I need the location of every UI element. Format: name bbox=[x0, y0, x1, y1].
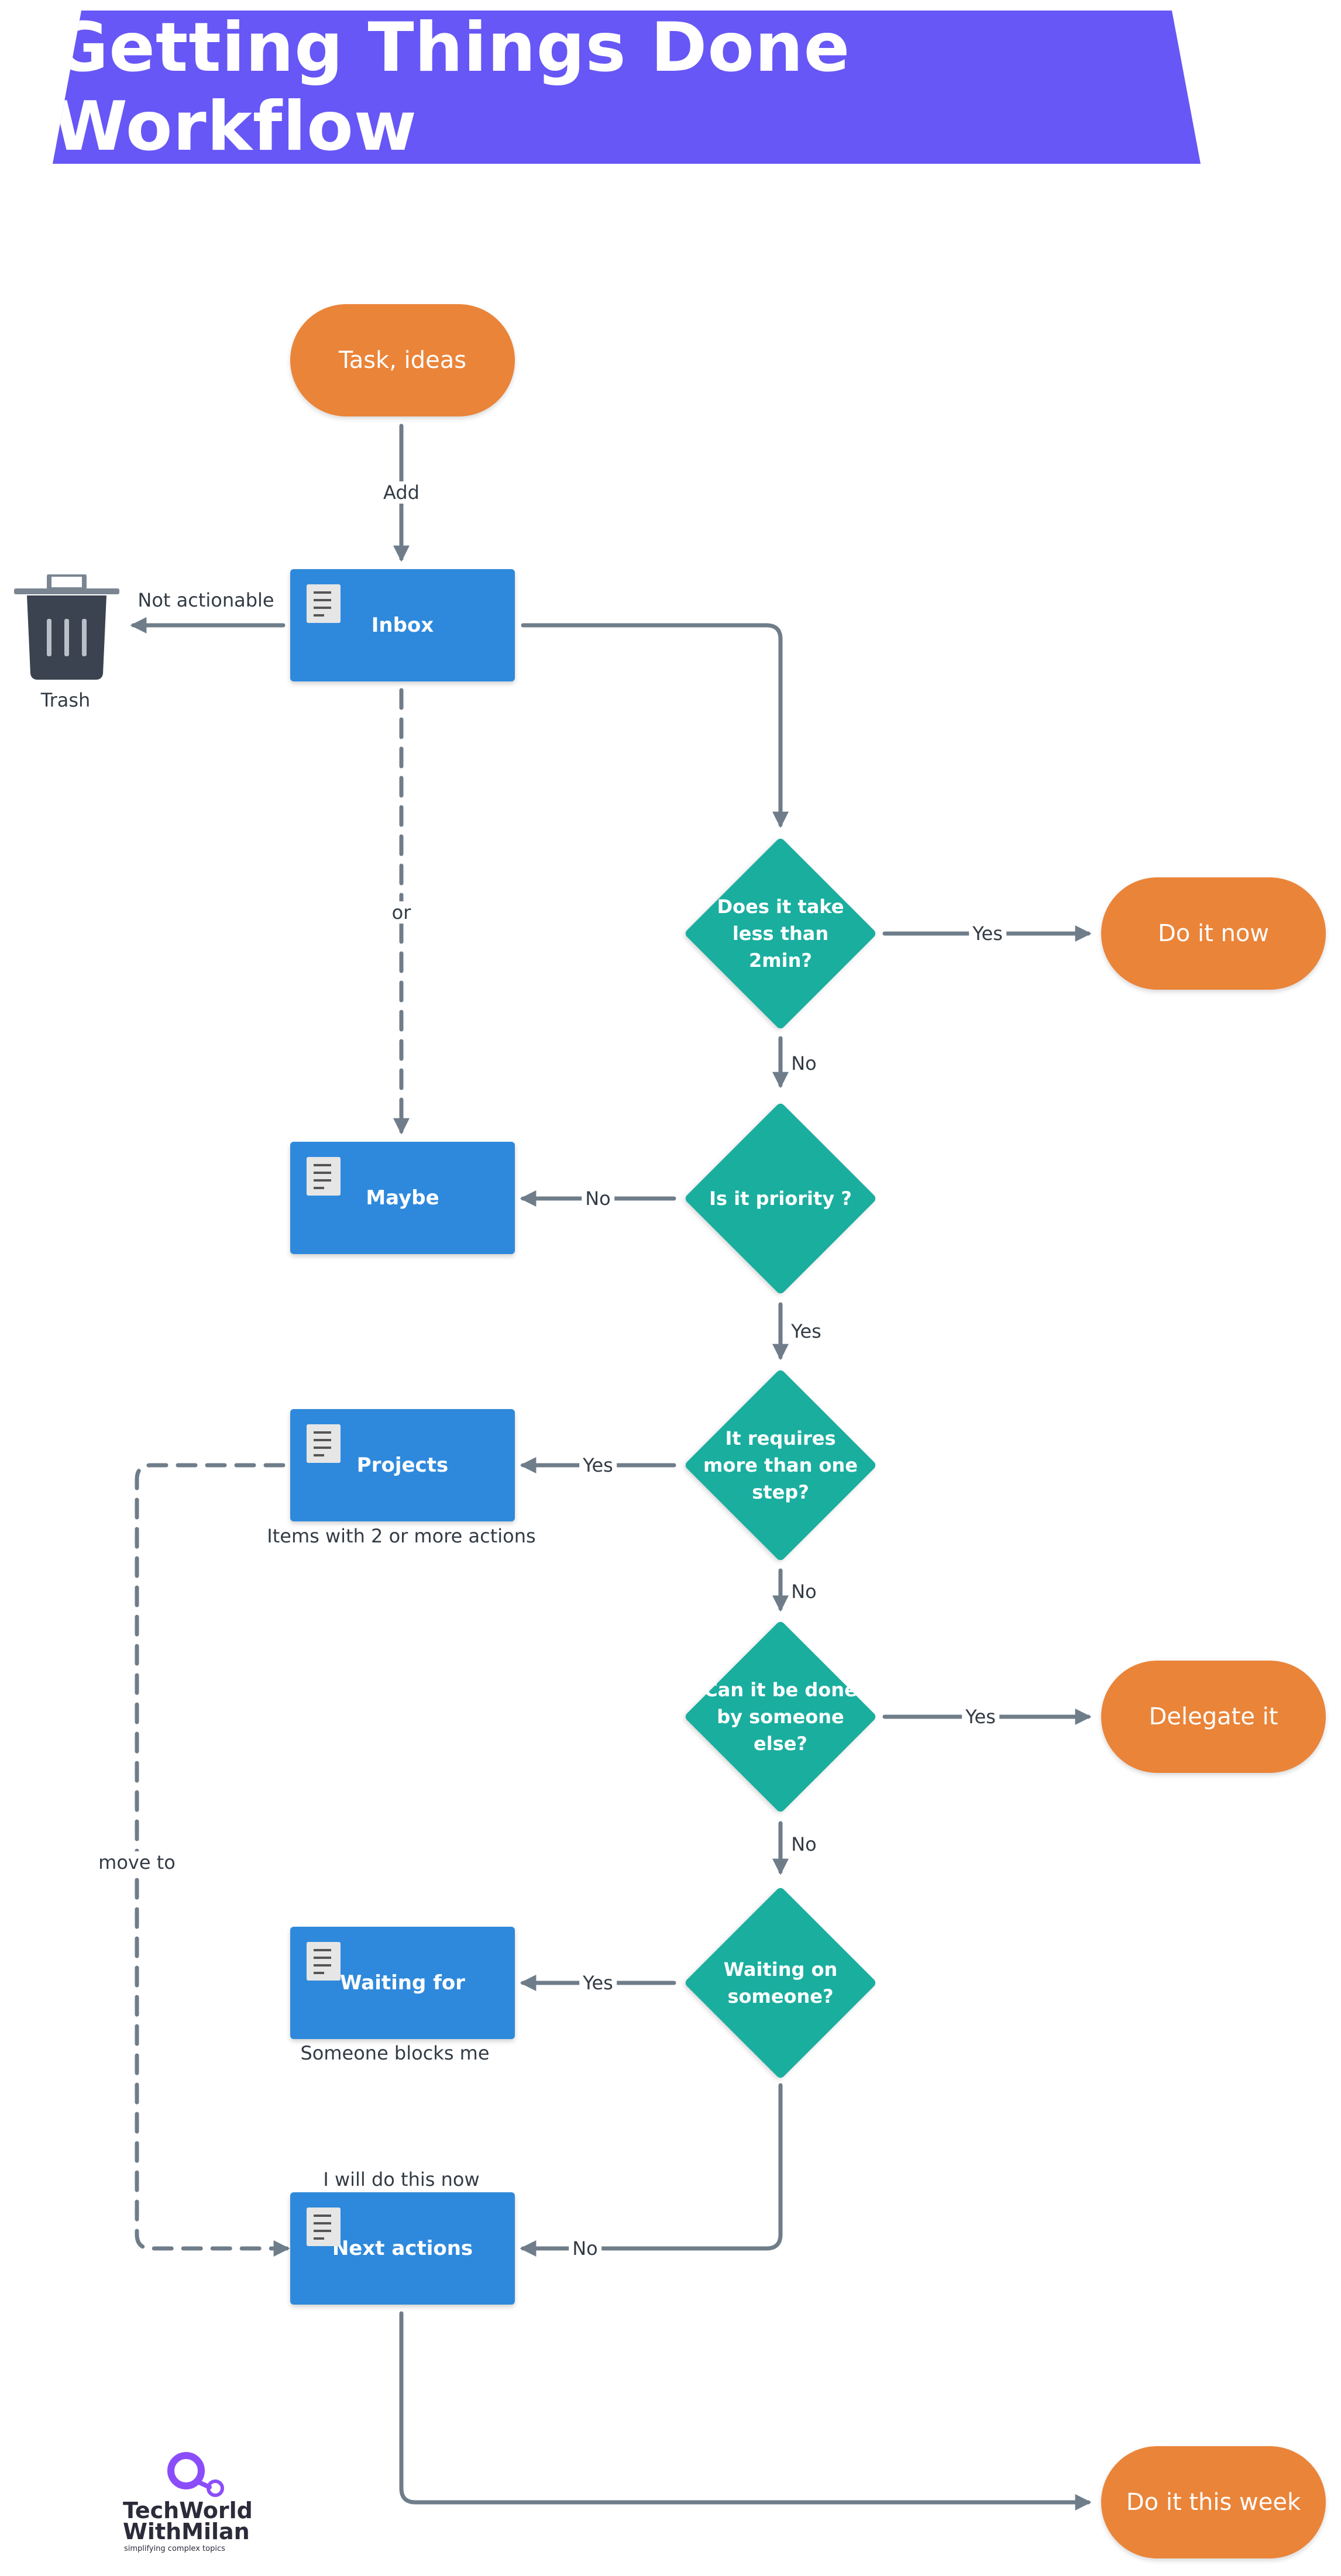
edge-label-yes-priority: Yes bbox=[791, 1320, 821, 1342]
note-projects: Items with 2 or more actions bbox=[267, 1525, 536, 1547]
decision-priority-label: Is it priority ? bbox=[709, 1187, 852, 1210]
node-projects[interactable]: Projects bbox=[290, 1409, 515, 1521]
node-inbox-label: Inbox bbox=[371, 614, 434, 637]
node-task-ideas-label: Task, ideas bbox=[338, 347, 467, 374]
edge-label-yes-waiting: Yes bbox=[579, 1972, 617, 1994]
node-delegate-it-label: Delegate it bbox=[1149, 1703, 1278, 1730]
node-projects-label: Projects bbox=[356, 1454, 449, 1477]
connector-next-week bbox=[399, 2311, 1092, 2510]
list-icon bbox=[307, 1157, 341, 1196]
title-banner: Getting Things Done Workflow bbox=[53, 11, 1201, 164]
edge-label-no-more-steps: No bbox=[791, 1580, 817, 1603]
logo-mark-icon bbox=[167, 2452, 224, 2497]
note-next-actions: I will do this now bbox=[323, 2168, 480, 2191]
list-icon bbox=[307, 1942, 341, 1981]
logo-tagline: simplifying complex topics bbox=[124, 2544, 225, 2553]
node-next-actions[interactable]: Next actions bbox=[290, 2192, 515, 2305]
edge-label-no-two-min: No bbox=[791, 1052, 817, 1075]
page-title: Getting Things Done Workflow bbox=[53, 8, 851, 166]
connector-qwaiting-next bbox=[520, 2083, 783, 2257]
node-inbox[interactable]: Inbox bbox=[290, 569, 515, 681]
note-waiting: Someone blocks me bbox=[300, 2042, 490, 2064]
node-maybe-label: Maybe bbox=[366, 1186, 439, 1210]
decision-someone-else[interactable]: Can it be done by someone else? bbox=[684, 1620, 877, 1813]
edge-label-no-priority: No bbox=[582, 1187, 614, 1210]
trash-label: Trash bbox=[40, 689, 91, 711]
edge-label-yes-more-steps: Yes bbox=[579, 1454, 617, 1476]
edge-label-not-actionable: Not actionable bbox=[134, 589, 278, 611]
trash-icon[interactable] bbox=[14, 574, 119, 680]
brand-logo: TechWorld WithMilan simplifying complex … bbox=[123, 2451, 263, 2556]
decision-two-minutes[interactable]: Does it take less than 2min? bbox=[684, 837, 877, 1030]
decision-two-minutes-label: Does it take less than 2min? bbox=[717, 896, 844, 972]
node-do-it-now[interactable]: Do it now bbox=[1101, 877, 1326, 990]
edge-label-or: or bbox=[388, 901, 415, 924]
node-do-it-now-label: Do it now bbox=[1157, 920, 1270, 947]
node-delegate-it[interactable]: Delegate it bbox=[1101, 1661, 1326, 1773]
node-waiting-for[interactable]: Waiting for bbox=[290, 1927, 515, 2039]
node-do-it-this-week[interactable]: Do it this week bbox=[1101, 2446, 1326, 2558]
edge-label-yes-someone-else: Yes bbox=[962, 1706, 999, 1728]
edge-label-no-someone-else: No bbox=[791, 1833, 817, 1855]
logo-line2: WithMilan bbox=[123, 2519, 250, 2544]
decision-more-steps[interactable]: It requires more than one step? bbox=[684, 1369, 877, 1562]
node-maybe[interactable]: Maybe bbox=[290, 1142, 515, 1254]
edge-label-no-waiting: No bbox=[569, 2237, 601, 2260]
edge-label-yes-two-min: Yes bbox=[969, 922, 1006, 945]
decision-someone-else-label: Can it be done by someone else? bbox=[704, 1679, 857, 1755]
edge-label-add: Add bbox=[380, 481, 423, 504]
edge-label-move-to: move to bbox=[95, 1851, 179, 1874]
node-task-ideas[interactable]: Task, ideas bbox=[290, 304, 515, 416]
node-waiting-for-label: Waiting for bbox=[339, 1971, 466, 1995]
node-next-actions-label: Next actions bbox=[332, 2237, 473, 2260]
decision-priority[interactable]: Is it priority ? bbox=[684, 1102, 877, 1295]
decision-waiting-label: Waiting on someone? bbox=[723, 1958, 838, 2007]
list-icon bbox=[307, 2207, 341, 2246]
decision-more-steps-label: It requires more than one step? bbox=[703, 1427, 858, 1503]
decision-waiting[interactable]: Waiting on someone? bbox=[684, 1886, 877, 2079]
list-icon bbox=[307, 584, 341, 623]
list-icon bbox=[307, 1424, 341, 1463]
logo-line1: TechWorld bbox=[123, 2498, 253, 2523]
node-do-it-this-week-label: Do it this week bbox=[1126, 2489, 1301, 2516]
connector-inbox-q2min bbox=[521, 623, 789, 828]
